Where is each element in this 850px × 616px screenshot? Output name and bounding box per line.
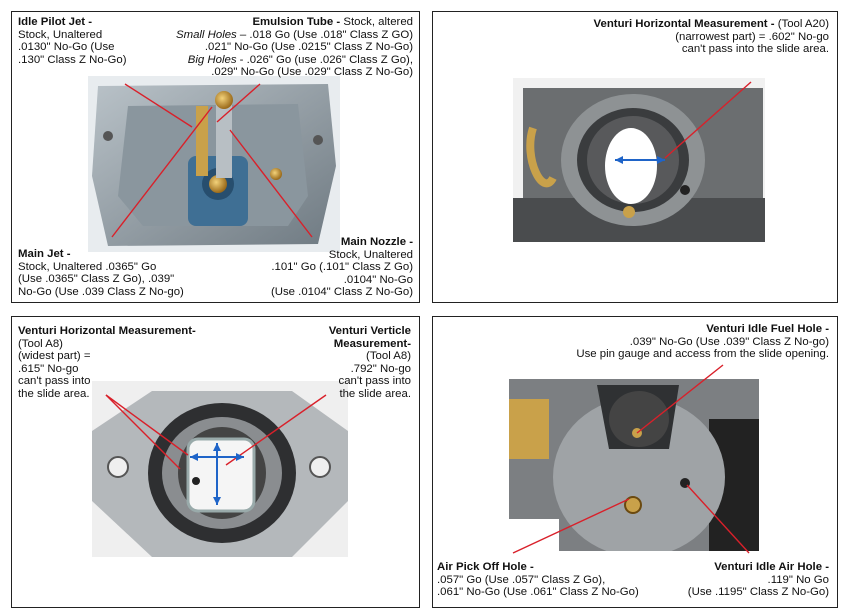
- idle-fuel-hole-line: .039" No-Go (Use .039" Class Z No-go): [629, 335, 829, 348]
- idle-air-hole-line: .119" No Go: [767, 573, 829, 586]
- main-jet-line: Stock, Unaltered .0365" Go: [18, 260, 157, 273]
- venturi-narrow-title: Venturi Horizontal Measurement -: [593, 18, 775, 30]
- venturi-vertical-line: (Tool A8): [366, 350, 411, 363]
- big-holes-text: - .026" Go (use .026" Class Z Go),: [236, 53, 413, 66]
- idle-pilot-jet-line: Stock, Unaltered: [18, 28, 103, 41]
- main-jet-line: No-Go (Use .039 Class Z No-go): [18, 285, 184, 298]
- idle-air-hole-label: Venturi Idle Air Hole - .119" No Go (Use…: [688, 561, 829, 599]
- venturi-wide-left-label: Venturi Horizontal Measurement- (Tool A8…: [18, 325, 196, 401]
- idle-fuel-hole-label: Venturi Idle Fuel Hole - .039" No-Go (Us…: [576, 323, 829, 361]
- emulsion-tube-line: .029" No-Go (Use .029" Class Z No-Go): [211, 66, 413, 79]
- venturi-narrow-line: can't pass into the slide area.: [681, 43, 829, 56]
- emulsion-tube-label: Emulsion Tube - Stock, altered Small Hol…: [176, 16, 413, 79]
- venturi-vertical-title: Venturi Verticle: [328, 325, 411, 337]
- idle-pilot-jet-title: Idle Pilot Jet -: [18, 16, 93, 28]
- main-jet-title: Main Jet -: [18, 248, 71, 260]
- panel-venturi-wide: Venturi Horizontal Measurement- (Tool A8…: [11, 316, 420, 608]
- main-jet-line: (Use .0365" Class Z Go), .039": [18, 273, 175, 286]
- small-holes-label: Small Holes: [175, 28, 237, 41]
- pointer-lines-panel4: [512, 364, 750, 554]
- venturi-narrow-line: (narrowest part) = .602" No-go: [675, 30, 829, 43]
- venturi-wide-photo: [92, 381, 348, 557]
- idle-pilot-jet-line: .130" Class Z No-Go): [18, 53, 127, 66]
- main-nozzle-label: Main Nozzle - Stock, Unaltered .101" Go …: [271, 236, 413, 299]
- idle-fuel-hole-title: Venturi Idle Fuel Hole -: [706, 323, 829, 335]
- main-nozzle-line: .0104" No-Go: [343, 273, 413, 286]
- main-nozzle-line: (Use .0104" Class Z No-Go): [270, 286, 413, 299]
- venturi-vertical-line: can't pass into: [338, 375, 411, 388]
- venturi-wide-left-line: can't pass into: [18, 375, 91, 388]
- idle-air-hole-line: (Use .1195" Class Z No-Go): [687, 586, 829, 599]
- idle-air-hole-title: Venturi Idle Air Hole -: [714, 561, 829, 573]
- venturi-wide-left-line: .615" No-go: [18, 362, 79, 375]
- emulsion-tube-title: Emulsion Tube -: [252, 16, 341, 28]
- main-jet-label: Main Jet - Stock, Unaltered .0365" Go (U…: [18, 248, 184, 298]
- main-nozzle-title: Main Nozzle -: [340, 236, 413, 248]
- big-holes-label: Big Holes: [187, 53, 237, 66]
- panel-carb-bowl: Idle Pilot Jet - Stock, Unaltered .0130"…: [11, 11, 420, 303]
- venturi-vertical-title: Measurement-: [333, 337, 411, 350]
- venturi-wide-left-line: (Tool A8): [18, 337, 63, 350]
- air-pick-off-label: Air Pick Off Hole - .057" Go (Use .057" …: [437, 561, 639, 599]
- venturi-vertical-label: Venturi Verticle Measurement- (Tool A8) …: [329, 325, 411, 401]
- air-pick-off-line: .061" No-Go (Use .061" Class Z No-Go): [437, 586, 639, 599]
- idle-holes-photo: [509, 379, 759, 551]
- small-holes-text: – .018 Go (Use .018" Class Z GO): [236, 28, 413, 41]
- emulsion-tube-title-suffix: Stock, altered: [340, 16, 413, 28]
- air-pick-off-title: Air Pick Off Hole -: [437, 561, 534, 573]
- panel-idle-holes: Venturi Idle Fuel Hole - .039" No-Go (Us…: [432, 316, 838, 608]
- idle-fuel-hole-line: Use pin gauge and access from the slide …: [576, 348, 829, 361]
- pointer-lines-panel3: [105, 394, 327, 505]
- venturi-wide-left-line: the slide area.: [18, 387, 90, 400]
- venturi-wide-left-line: (widest part) =: [18, 350, 91, 363]
- idle-pilot-jet-label: Idle Pilot Jet - Stock, Unaltered .0130"…: [18, 16, 127, 66]
- venturi-vertical-line: .792" No-go: [350, 362, 411, 375]
- venturi-vertical-line: the slide area.: [339, 387, 411, 400]
- air-pick-off-line: .057" Go (Use .057" Class Z Go),: [437, 573, 606, 586]
- venturi-narrow-label: Venturi Horizontal Measurement - (Tool A…: [594, 18, 829, 56]
- pointer-lines-panel2: [615, 81, 752, 164]
- emulsion-tube-line: .021" No-Go (Use .0215" Class Z No-Go): [204, 41, 413, 54]
- venturi-wide-left-title: Venturi Horizontal Measurement-: [18, 325, 196, 337]
- panel-venturi-narrow: Venturi Horizontal Measurement - (Tool A…: [432, 11, 838, 303]
- main-nozzle-line: Stock, Unaltered: [328, 248, 413, 261]
- main-nozzle-line: .101" Go (.101" Class Z Go): [271, 261, 413, 274]
- venturi-narrow-tool: (Tool A20): [774, 18, 829, 30]
- pointer-lines-panel1: [111, 83, 313, 238]
- carb-bowl-photo: [88, 76, 340, 252]
- idle-pilot-jet-line: .0130" No-Go (Use: [18, 41, 115, 54]
